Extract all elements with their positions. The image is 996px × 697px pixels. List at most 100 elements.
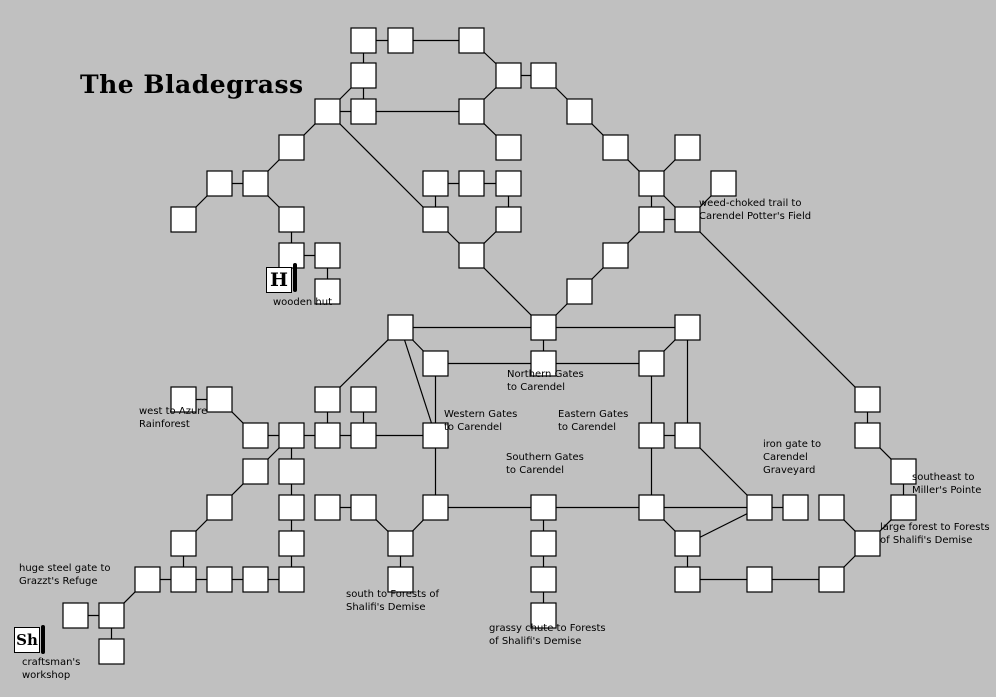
room-c2[interactable] — [350, 98, 377, 125]
room-b2[interactable] — [495, 62, 522, 89]
room-e6[interactable] — [638, 170, 665, 197]
room-s11[interactable] — [890, 494, 917, 521]
room-s7[interactable] — [638, 494, 665, 521]
hut-symbol: H — [270, 269, 288, 291]
room-u1[interactable] — [134, 566, 161, 593]
path-f6-p4 — [687, 219, 868, 400]
room-s5[interactable] — [422, 494, 449, 521]
room-o3[interactable] — [638, 350, 665, 377]
room-n2[interactable] — [530, 314, 557, 341]
room-c4[interactable] — [566, 98, 593, 125]
room-e5[interactable] — [495, 170, 522, 197]
room-u6[interactable] — [387, 566, 414, 593]
room-f5[interactable] — [638, 206, 665, 233]
room-f4[interactable] — [495, 206, 522, 233]
room-s4[interactable] — [350, 494, 377, 521]
label-western-gates: Western Gates to Carendel — [444, 409, 518, 433]
room-s6[interactable] — [530, 494, 557, 521]
room-p4[interactable] — [854, 386, 881, 413]
room-t4[interactable] — [530, 530, 557, 557]
room-p1[interactable] — [206, 386, 233, 413]
room-g2[interactable] — [314, 242, 341, 269]
room-v1[interactable] — [62, 602, 89, 629]
room-u7[interactable] — [530, 566, 557, 593]
room-h1[interactable] — [314, 278, 341, 305]
room-a3[interactable] — [458, 27, 485, 54]
room-c3[interactable] — [458, 98, 485, 125]
room-e4[interactable] — [458, 170, 485, 197]
room-q5[interactable] — [422, 422, 449, 449]
room-p2[interactable] — [314, 386, 341, 413]
room-u8[interactable] — [674, 566, 701, 593]
room-u3[interactable] — [206, 566, 233, 593]
room-b1[interactable] — [350, 62, 377, 89]
map-paths — [75, 39, 905, 652]
room-n3[interactable] — [674, 314, 701, 341]
room-f6[interactable] — [674, 206, 701, 233]
room-q7[interactable] — [674, 422, 701, 449]
room-t3[interactable] — [387, 530, 414, 557]
room-e1[interactable] — [206, 170, 233, 197]
room-o2[interactable] — [530, 350, 557, 377]
craftsmans-workshop-icon[interactable]: Sh — [14, 627, 40, 653]
room-e3[interactable] — [422, 170, 449, 197]
label-grassy-chute: grassy chute to Forests of Shalifi's Dem… — [489, 623, 606, 647]
room-g3[interactable] — [458, 242, 485, 269]
room-u5[interactable] — [278, 566, 305, 593]
room-a2[interactable] — [387, 27, 414, 54]
room-a1[interactable] — [350, 27, 377, 54]
room-d3[interactable] — [602, 134, 629, 161]
room-u9[interactable] — [746, 566, 773, 593]
room-g4[interactable] — [602, 242, 629, 269]
room-b3[interactable] — [530, 62, 557, 89]
room-r1[interactable] — [242, 458, 269, 485]
room-g1[interactable] — [278, 242, 305, 269]
room-h2[interactable] — [566, 278, 593, 305]
room-q3[interactable] — [314, 422, 341, 449]
room-q1[interactable] — [242, 422, 269, 449]
room-f2[interactable] — [278, 206, 305, 233]
room-e2[interactable] — [242, 170, 269, 197]
room-f1[interactable] — [170, 206, 197, 233]
room-q8[interactable] — [854, 422, 881, 449]
room-f3[interactable] — [422, 206, 449, 233]
label-west-azure: west to Azure Rainforest — [139, 406, 208, 430]
hut-door-icon — [293, 263, 297, 292]
room-q2[interactable] — [278, 422, 305, 449]
room-s8[interactable] — [746, 494, 773, 521]
room-wz[interactable] — [170, 386, 197, 413]
room-n1[interactable] — [387, 314, 414, 341]
room-d4[interactable] — [674, 134, 701, 161]
map-rooms — [62, 27, 917, 665]
room-t6[interactable] — [854, 530, 881, 557]
room-o1[interactable] — [422, 350, 449, 377]
room-s10[interactable] — [818, 494, 845, 521]
room-w1[interactable] — [98, 638, 125, 665]
room-d2[interactable] — [495, 134, 522, 161]
room-t5[interactable] — [674, 530, 701, 557]
room-s9[interactable] — [782, 494, 809, 521]
room-u4[interactable] — [242, 566, 269, 593]
wooden-hut-icon[interactable]: H — [266, 267, 292, 293]
room-c1[interactable] — [314, 98, 341, 125]
room-d1[interactable] — [278, 134, 305, 161]
room-r3[interactable] — [890, 458, 917, 485]
room-s1[interactable] — [206, 494, 233, 521]
room-s2[interactable] — [278, 494, 305, 521]
room-t2[interactable] — [278, 530, 305, 557]
room-v3[interactable] — [530, 602, 557, 629]
room-e7[interactable] — [710, 170, 737, 197]
room-r2[interactable] — [278, 458, 305, 485]
label-eastern-gates: Eastern Gates to Carendel — [558, 409, 629, 433]
room-v2[interactable] — [98, 602, 125, 629]
room-u2[interactable] — [170, 566, 197, 593]
label-huge-steel-gate: huge steel gate to Grazzt's Refuge — [19, 563, 111, 587]
label-southeast-millers: southeast to Miller's Pointe — [912, 472, 982, 496]
room-s3[interactable] — [314, 494, 341, 521]
room-q6[interactable] — [638, 422, 665, 449]
room-p3[interactable] — [350, 386, 377, 413]
room-t1[interactable] — [170, 530, 197, 557]
room-u10[interactable] — [818, 566, 845, 593]
room-q4[interactable] — [350, 422, 377, 449]
